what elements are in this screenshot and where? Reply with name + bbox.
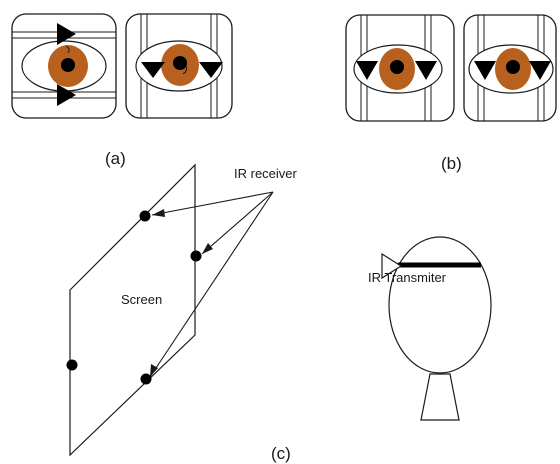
eye-panel-a-right — [125, 13, 233, 119]
panel-c-label: (c) — [271, 444, 291, 463]
eye-icon — [135, 40, 223, 92]
eye-icon — [468, 44, 554, 94]
receiver-dot-icon — [139, 210, 151, 222]
triangle-marker-icon — [474, 61, 496, 80]
eye-icon — [21, 40, 107, 92]
head — [381, 236, 492, 421]
transmitter-triangle-icon — [381, 252, 403, 280]
receiver-dot-icon — [190, 250, 202, 262]
ir-transmitter-label: IR Transmiter — [368, 270, 447, 285]
eye-panel-a-left — [11, 13, 117, 119]
triangle-marker-icon — [199, 62, 223, 78]
eye-panel-b-left — [345, 14, 455, 122]
receiver-dot-icon — [140, 373, 152, 385]
receiver-dot-icon — [66, 359, 78, 371]
triangle-marker-icon — [415, 61, 437, 80]
eye-icon — [353, 44, 443, 94]
screen-plane — [69, 163, 196, 457]
panel-b-label: (b) — [441, 154, 462, 173]
triangle-marker-icon — [529, 61, 551, 80]
triangle-marker-icon — [57, 23, 76, 45]
ir-receiver-label: IR receiver — [234, 166, 298, 181]
neck — [420, 373, 460, 421]
triangle-marker-icon — [57, 84, 76, 106]
receiver-arrowheads — [150, 209, 213, 377]
eye-panel-b-right — [463, 14, 557, 122]
receiver-arrows — [149, 191, 274, 378]
screen-label: Screen — [121, 292, 162, 307]
triangle-marker-icon — [356, 61, 378, 80]
panel-a-label: (a) — [105, 149, 126, 168]
triangle-marker-icon — [141, 62, 165, 78]
